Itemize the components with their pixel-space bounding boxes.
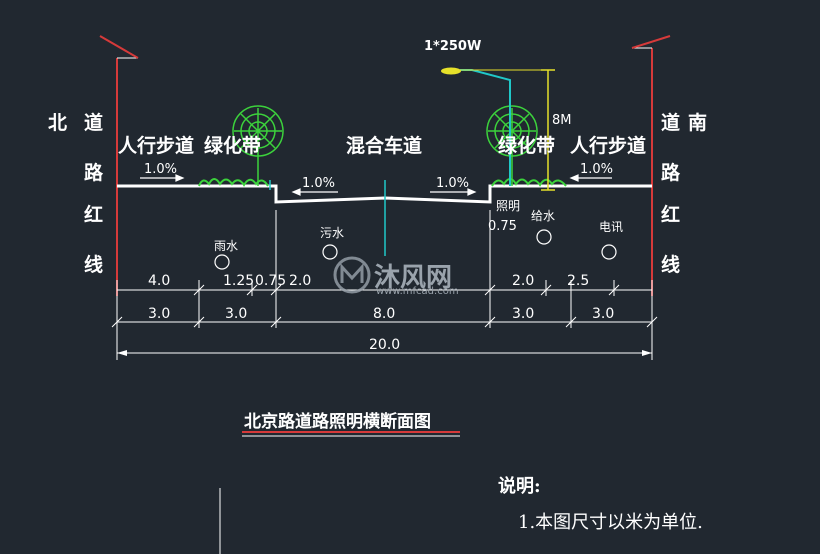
dim-row1: 2.0 [512,273,535,289]
zone-label-green-left: 绿化带 [204,135,262,157]
left-redline-char: 红 [84,204,104,226]
dim-row2: 3.0 [225,306,248,322]
tree-left [232,105,284,186]
right-redline-char: 红 [661,204,681,226]
right-redline-char: 线 [661,254,681,276]
shrub-left [198,178,269,187]
lamp-power-label: 1*250W [424,39,482,54]
water-pipe [536,229,552,245]
left-redline-char: 北 [48,112,68,134]
pipe-label-rain: 雨水 [214,239,239,253]
dim-row1: 2.0 [289,273,312,289]
drawing-caption: 北京路道路照明横断面图 [244,412,431,432]
right-redline-char: 路 [661,162,681,184]
slope-label: 1.0% [144,162,178,177]
dim-row1: 4.0 [148,273,171,289]
pipe-label-lighting: 照明 [496,199,521,213]
watermark-brand: 沐风网 [374,263,453,293]
notes-title: 说明: [498,476,541,497]
slope-label: 1.0% [580,162,614,177]
dim-row1: 0.75 [255,273,287,289]
dim-row2: 3.0 [148,306,171,322]
zone-label-green-right: 绿化带 [498,135,556,157]
dim-row2: 8.0 [373,306,396,322]
right-redline-char: 道 [661,112,681,134]
zone-label-sidewalk-left: 人行步道 [118,135,195,157]
pipe-label-telecom: 电讯 [599,220,624,234]
pipe-label-sewage: 污水 [320,226,345,240]
telecom-pipe [601,244,617,260]
road-surface-line [117,184,652,204]
left-redline-char: 线 [84,254,104,276]
dim-row2: 3.0 [512,306,535,322]
zone-label-roadway: 混合车道 [346,135,423,157]
watermark-logo [333,256,371,294]
dim-row1: 1.25 [223,273,255,289]
pipe-label-water: 给水 [531,209,556,223]
watermark-url: www.mfcad.com [376,286,459,297]
sewage-pipe [322,244,338,260]
lamp-height-label: 8M [552,113,572,128]
lighting-offset: 0.75 [488,219,517,234]
rain-pipe [214,254,230,270]
dim-row1: 2.5 [567,273,590,289]
dimension-lines [111,210,658,360]
dim-total: 20.0 [369,337,401,353]
dim-row2: 3.0 [592,306,615,322]
pipes [214,229,617,270]
slope-label: 1.0% [302,176,336,191]
shrub-right [491,178,567,187]
slope-arrows [140,174,612,196]
dimension-arrowheads [117,350,652,356]
notes-item: 1.本图尺寸以米为单位. [518,512,703,533]
street-lamp [441,67,555,191]
left-red-line [99,35,139,296]
slope-label: 1.0% [436,176,470,191]
tree-right [486,105,538,186]
right-red-line [631,35,671,296]
zone-label-sidewalk-right: 人行步道 [570,135,647,157]
left-redline-char: 路 [84,162,104,184]
right-redline-char: 南 [688,112,708,134]
left-redline-char: 道 [84,112,104,134]
